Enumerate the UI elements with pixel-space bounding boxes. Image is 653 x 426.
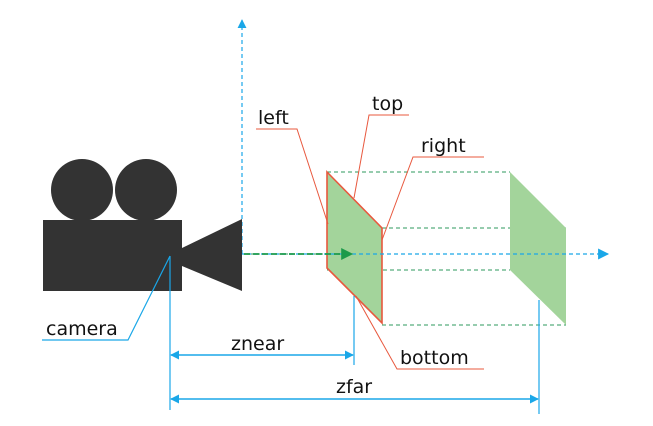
label-bottom: bottom	[400, 347, 469, 369]
far-plane	[510, 172, 566, 325]
label-leaders	[256, 114, 484, 370]
label-top: top	[372, 93, 403, 115]
label-zfar: zfar	[336, 376, 372, 398]
distance-extension-lines	[169, 256, 540, 414]
camera-leader	[42, 255, 171, 341]
label-right: right	[421, 135, 466, 157]
label-camera: camera	[46, 318, 118, 340]
near-plane	[326, 170, 383, 325]
movie-camera-icon	[43, 159, 242, 291]
label-znear: znear	[231, 333, 284, 355]
label-left: left	[258, 107, 289, 129]
